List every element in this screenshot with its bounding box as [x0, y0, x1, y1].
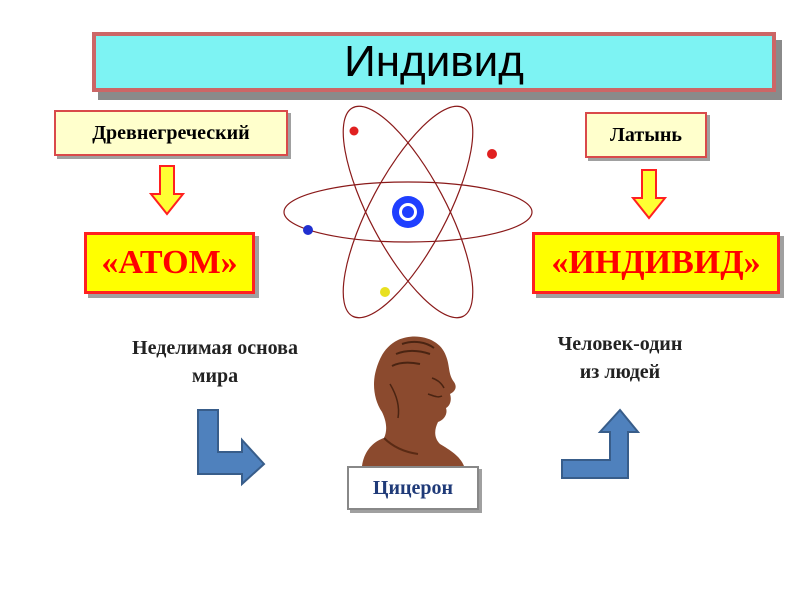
meaning-atom: Неделимая основа мира: [95, 334, 335, 390]
down-arrow-icon: [148, 165, 186, 216]
down-arrow-icon: [630, 169, 668, 220]
word-atom: «АТОМ»: [84, 232, 255, 294]
atom-icon: [283, 105, 533, 319]
bent-arrow-icon: [197, 409, 266, 487]
bent-arrow-icon: [561, 408, 641, 479]
language-label-greek: Древнегреческий: [54, 110, 288, 156]
meaning-atom-line-2: мира: [191, 365, 239, 387]
meaning-individ: Человек-один из людей: [515, 330, 725, 386]
meaning-individ-line-1: Человек-один: [557, 333, 683, 355]
title-banner: Индивид: [92, 32, 776, 92]
page-title: Индивид: [344, 37, 524, 86]
meaning-individ-line-2: из людей: [579, 361, 661, 383]
language-label-latin: Латынь: [585, 112, 707, 158]
word-individ: «ИНДИВИД»: [532, 232, 780, 294]
person-label-cicero: Цицерон: [347, 466, 479, 510]
cicero-bust-icon: [362, 336, 464, 466]
meaning-atom-line-1: Неделимая основа: [132, 337, 298, 359]
